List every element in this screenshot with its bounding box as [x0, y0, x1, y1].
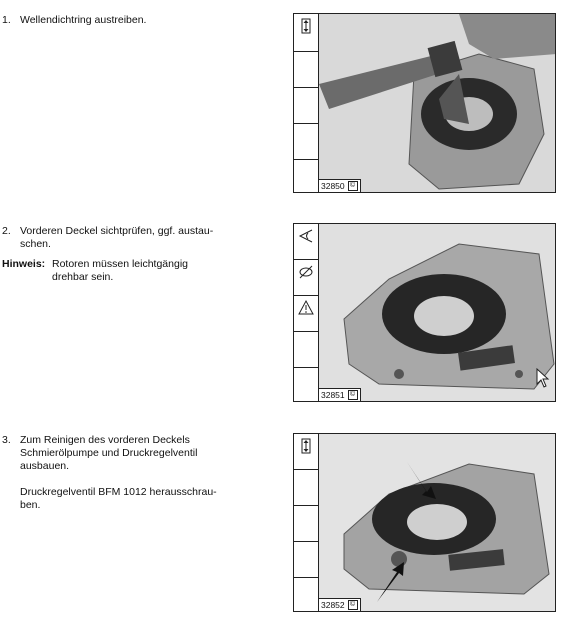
figure-caption: 32851 © [319, 388, 361, 401]
icon-strip [294, 224, 319, 401]
step-number: 2. [2, 225, 11, 237]
figure-number: 32852 [321, 600, 345, 610]
figure-32852: 32852 © [293, 433, 556, 612]
icon-cell [294, 88, 318, 124]
figure-32850: 32850 © [293, 13, 556, 193]
figure-32851: 32851 © [293, 223, 556, 402]
figure-number: 32851 [321, 390, 345, 400]
icon-cell [294, 124, 318, 160]
icon-cell [294, 260, 318, 296]
height-arrows-icon [301, 18, 311, 34]
icon-strip [294, 14, 319, 192]
icon-cell [294, 506, 318, 542]
icon-strip [294, 434, 319, 611]
not-allowed-icon [299, 265, 313, 279]
step-text: Vorderen Deckel sichtprüfen, ggf. austau… [20, 225, 214, 250]
step-number: 1. [2, 14, 11, 26]
photo-oil-pump-removal [319, 434, 555, 611]
icon-cell [294, 52, 318, 88]
icon-cell [294, 332, 318, 368]
icon-cell [294, 578, 318, 613]
photo-front-cover [319, 224, 555, 401]
figure-caption: 32850 © [319, 179, 361, 192]
photo-seal-removal [319, 14, 555, 192]
icon-cell [294, 160, 318, 194]
eye-inspect-icon [298, 229, 313, 243]
icon-cell [294, 470, 318, 506]
copyright-icon: © [347, 600, 358, 610]
step-number: 3. [2, 434, 11, 446]
icon-cell [294, 296, 318, 332]
copyright-icon: © [347, 181, 358, 191]
icon-cell [294, 14, 318, 52]
copyright-icon: © [347, 390, 358, 400]
icon-cell [294, 368, 318, 403]
height-arrows-icon [301, 438, 311, 454]
icon-cell [294, 224, 318, 260]
icon-cell [294, 434, 318, 470]
step-text: Wellendichtring austreiben. [20, 14, 147, 26]
figure-number: 32850 [321, 181, 345, 191]
icon-cell [294, 542, 318, 578]
hint-label: Hinweis: [2, 258, 46, 270]
figure-caption: 32852 © [319, 598, 361, 611]
warning-triangle-icon [298, 299, 314, 315]
step-text: Zum Reinigen des vorderen Deckels Schmie… [20, 434, 217, 511]
hint-text: Rotoren müssen leichtgängig drehbar sein… [52, 258, 188, 283]
